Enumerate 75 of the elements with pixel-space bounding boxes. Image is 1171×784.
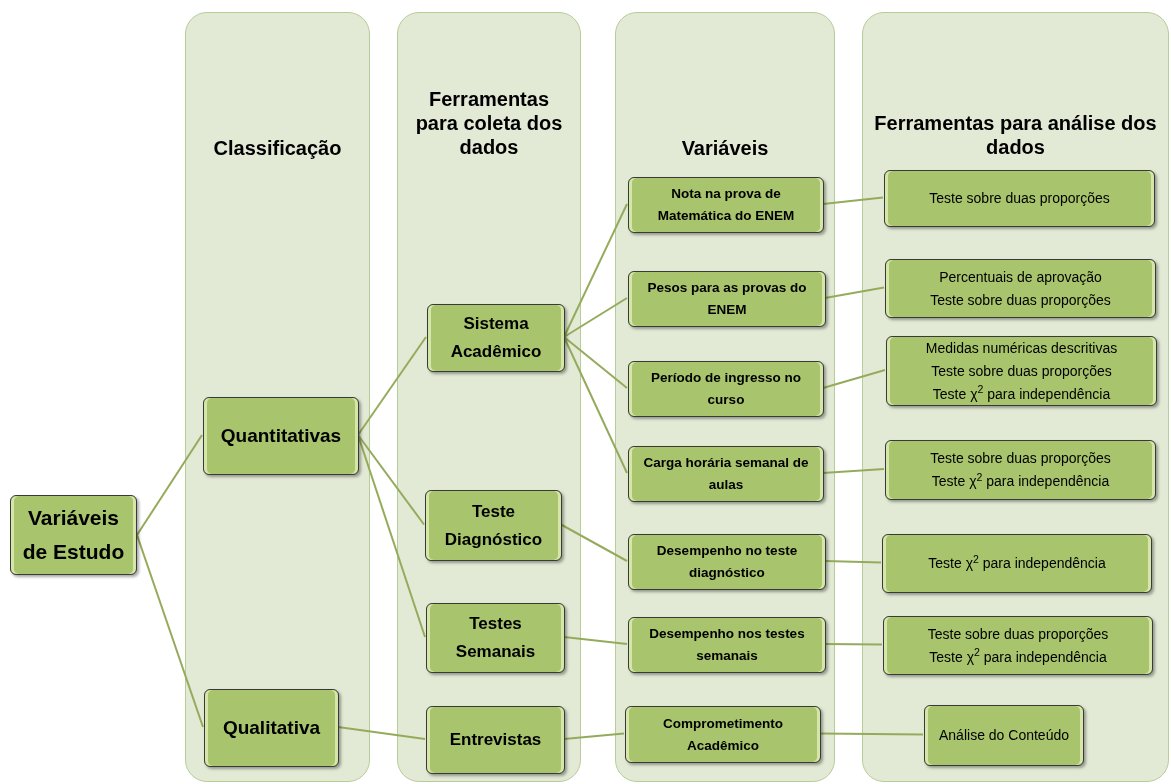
connector-line (136, 534, 204, 728)
node-text: Sistema Acadêmico (449, 313, 543, 363)
node-text: Pesos para as provas do ENEM (646, 279, 808, 319)
node-text: Teste χ$^{2}$ para independência (931, 470, 1110, 491)
category-box (884, 170, 1155, 227)
node-text: Teste χ$^{2}$ para independência (928, 552, 1106, 573)
node-text: Teste sobre duas proporções (930, 290, 1111, 310)
connector-line (563, 732, 625, 740)
node-text: Teste sobre duas proporções (930, 449, 1111, 468)
connector-line (822, 369, 886, 389)
category-box (628, 617, 826, 673)
category-box (628, 446, 824, 502)
node-text: Quantitativas (220, 424, 342, 448)
category-box (628, 361, 824, 417)
connector-line (563, 336, 628, 389)
node-text: Desempenho no teste diagnóstico (655, 542, 799, 582)
connector-line (563, 336, 628, 474)
node-text: Teste sobre duas proporções (927, 624, 1109, 644)
category-box (886, 336, 1157, 406)
node-text: Qualitativa (222, 716, 321, 740)
connector-line (563, 297, 628, 338)
connector-line (824, 560, 882, 564)
node-text: Percentuais de aprovação (939, 267, 1102, 287)
category-box (882, 534, 1152, 593)
column-heading: Classificação (213, 136, 342, 160)
connector-line (560, 523, 628, 562)
category-box (10, 495, 137, 575)
node-text: Desempenho nos testes semanais (648, 625, 806, 665)
connector-line (136, 434, 203, 536)
node-text: Testes Semanais (454, 613, 537, 663)
category-box (628, 271, 826, 327)
node-text: Teste χ$^{2}$ para independência (929, 645, 1107, 667)
category-box (427, 304, 565, 372)
category-box (625, 706, 821, 763)
category-box (426, 706, 565, 774)
connector-line (819, 732, 924, 736)
category-box (628, 177, 824, 233)
connector-line (563, 203, 628, 338)
category-box (924, 705, 1084, 766)
category-box (628, 534, 826, 590)
node-text: Entrevistas (449, 729, 542, 751)
node-text: Variáveis de Estudo (21, 505, 126, 565)
connector-line (337, 726, 426, 740)
category-box (883, 616, 1153, 675)
connector-line (822, 196, 884, 205)
connector-line (357, 434, 425, 526)
connector-line (357, 336, 427, 436)
node-text: Teste Diagnóstico (443, 500, 544, 551)
column-heading: Variáveis (681, 136, 769, 160)
connector-line (357, 434, 426, 638)
column-band (862, 12, 1169, 782)
column-band (185, 12, 370, 782)
category-box (425, 490, 562, 561)
category-box (203, 397, 359, 475)
node-text: Carga horária semanal de aulas (642, 454, 810, 494)
column-heading: Ferramentas para análise dos dados (873, 111, 1158, 159)
connector-line (563, 636, 628, 645)
node-text: Nota na prova de Matemática do ENEM (656, 185, 796, 225)
node-text: Teste sobre duas proporções (931, 361, 1112, 381)
category-box (885, 440, 1156, 500)
column-band (397, 12, 581, 782)
column-heading: Ferramentas para coleta dos dados (414, 87, 564, 159)
node-text: Período de ingresso no curso (650, 369, 802, 409)
node-text: Teste χ$^{2}$ para independência (932, 382, 1111, 404)
node-text: Teste sobre duas proporções (929, 189, 1110, 208)
category-box (885, 259, 1156, 318)
node-text: Comprometimento Acadêmico (662, 714, 784, 755)
node-text: Medidas numéricas descritivas (925, 338, 1118, 358)
node-text: Análise do Conteúdo (939, 726, 1069, 745)
category-box (426, 603, 565, 673)
connector-line (824, 286, 885, 299)
category-box (204, 689, 339, 767)
connector-line (822, 468, 885, 474)
connector-line (824, 643, 883, 646)
column-band (615, 12, 835, 782)
